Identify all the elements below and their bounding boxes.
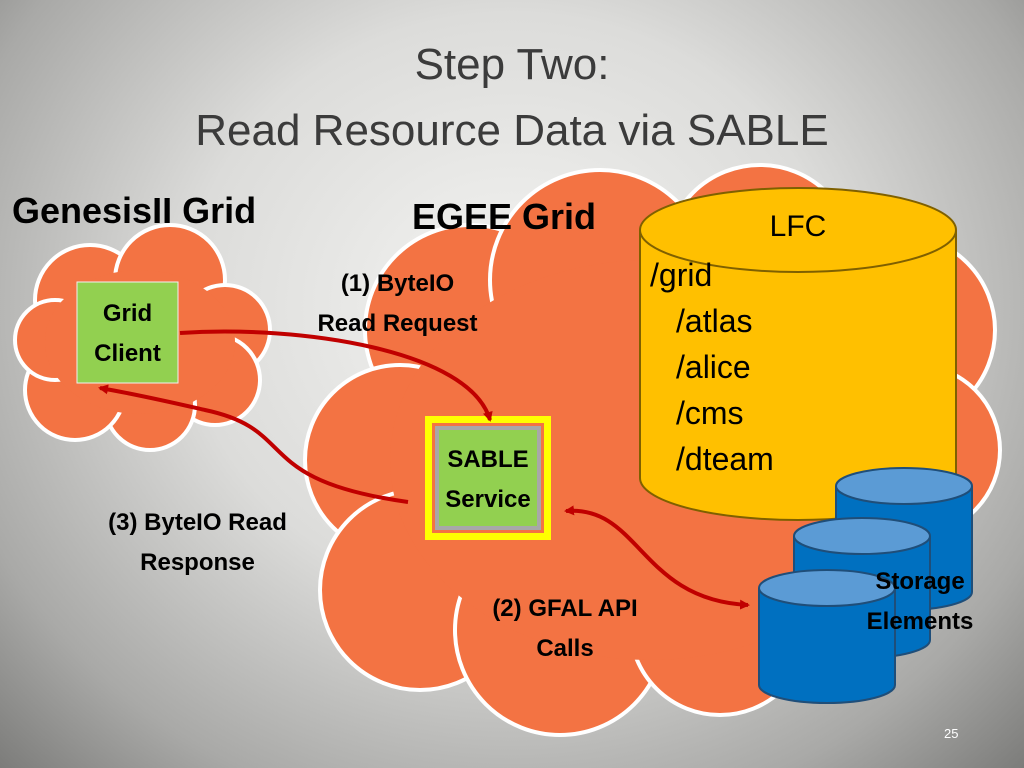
sable-service-box (425, 416, 551, 540)
grid-client-box (76, 281, 179, 384)
arrow-gfal-calls (564, 505, 750, 610)
step3-label-line1: (3) ByteIO Read (108, 509, 287, 536)
lfc-path-alice: /alice (676, 349, 751, 385)
slide-title-line1: Step Two: (414, 40, 610, 89)
arrow-read-response (98, 384, 409, 504)
step2-label-line1: (2) GFAL API (492, 595, 638, 622)
slide-page-number: 25 (944, 726, 959, 741)
step2-label-line2: Calls (536, 635, 594, 662)
slide-title-line2: Read Resource Data via SABLE (195, 106, 829, 155)
step1-label-line2: Read Request (317, 310, 478, 337)
lfc-label: LFC (769, 210, 827, 243)
lfc-cylinder (639, 187, 957, 521)
sable-label-line1: SABLE (447, 446, 529, 473)
storage-cylinder-front (758, 569, 896, 704)
step1-label-line1: (1) ByteIO (340, 270, 455, 297)
grid-client-label-line2: Client (94, 340, 161, 367)
lfc-path-dteam: /dteam (676, 441, 774, 477)
sable-label-line2: Service (445, 486, 531, 513)
lfc-path-atlas: /atlas (676, 303, 753, 339)
lfc-path-cms: /cms (676, 395, 744, 431)
egee-grid-label: EGEE Grid (412, 196, 597, 237)
lfc-path-grid: /grid (650, 257, 713, 293)
step3-label-line2: Response (140, 549, 255, 576)
grid-client-label-line1: Grid (102, 300, 153, 327)
storage-label-line2: Elements (866, 608, 974, 635)
arrow-read-request (179, 329, 493, 422)
storage-label-line1: Storage (875, 568, 965, 595)
genesis-grid-label: GenesisII Grid (12, 190, 257, 231)
